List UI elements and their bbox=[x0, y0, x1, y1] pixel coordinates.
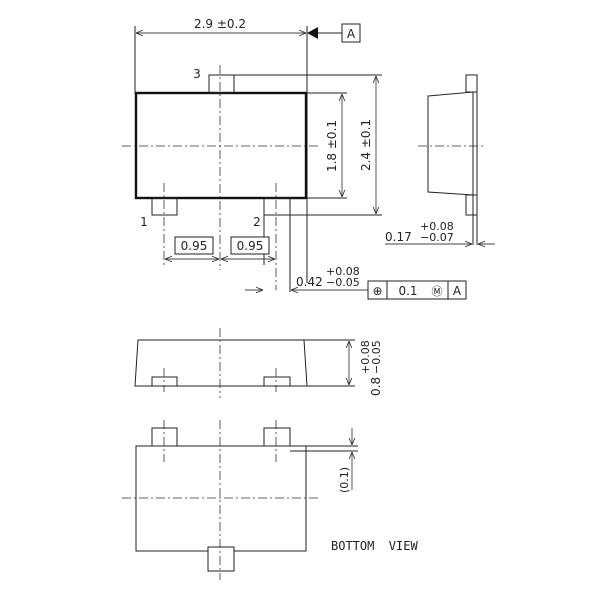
pin-3-lead bbox=[208, 74, 235, 94]
side-lead-top bbox=[465, 74, 478, 93]
position-tolerance-value: 0.1 bbox=[398, 284, 417, 298]
lead-thickness-tol-plus: +0.08 bbox=[420, 220, 454, 233]
top-view: 2.9 ±0.2 A 3 1 2 0.95 0.95 bbox=[122, 17, 467, 300]
bottom-view: (0.1) BOTTOM VIEW bbox=[122, 420, 418, 580]
side-view-front: 0.8 +0.08 −0.05 bbox=[134, 328, 383, 398]
datum-box bbox=[341, 23, 361, 43]
body-height-label: 1.8 ±0.1 bbox=[325, 120, 339, 172]
datum-label: A bbox=[347, 27, 356, 41]
pin-1-label: 1 bbox=[140, 215, 148, 229]
fcf-datum: A bbox=[453, 284, 462, 298]
front-lead-2 bbox=[263, 376, 291, 387]
bottom-body bbox=[135, 445, 307, 552]
bottom-pin-2 bbox=[263, 427, 291, 447]
pin-pitch-1-label: 0.95 bbox=[181, 239, 208, 253]
height-tol-minus: −0.05 bbox=[370, 340, 383, 374]
bottom-pin-3 bbox=[207, 546, 235, 572]
pitch-2-box bbox=[230, 236, 270, 255]
standoff-label: (0.1) bbox=[338, 467, 351, 493]
mmc-modifier-icon: Ⓜ bbox=[432, 285, 443, 298]
pin-2-lead bbox=[263, 197, 291, 216]
height-label-group: 0.8 +0.08 −0.05 bbox=[359, 340, 383, 396]
package-body-top bbox=[134, 91, 308, 200]
feature-control-frame: ⊕ 0.1 Ⓜ A bbox=[367, 280, 467, 300]
overall-width-label: 2.9 ±0.2 bbox=[194, 17, 246, 31]
datum-triangle-icon bbox=[307, 27, 318, 39]
pitch-1-box bbox=[174, 236, 214, 255]
front-body bbox=[134, 339, 308, 387]
lead-width-tol-plus: +0.08 bbox=[326, 265, 360, 278]
fcf-outline bbox=[367, 280, 467, 300]
front-lead-1 bbox=[151, 376, 178, 387]
height-tol-plus: +0.08 bbox=[359, 340, 372, 374]
pin-pitch-2-label: 0.95 bbox=[237, 239, 264, 253]
side-lead-bottom bbox=[465, 194, 478, 216]
lead-thickness-tol-minus: −0.07 bbox=[420, 231, 454, 244]
pin-2-label: 2 bbox=[253, 215, 261, 229]
bottom-view-title: BOTTOM VIEW bbox=[331, 539, 418, 553]
position-symbol-icon: ⊕ bbox=[372, 284, 382, 298]
overall-height-label: 2.4 ±0.1 bbox=[359, 119, 373, 171]
side-body bbox=[427, 91, 474, 196]
bottom-pin-1 bbox=[151, 427, 178, 447]
lead-thickness-nominal: 0.17 bbox=[385, 230, 412, 244]
pin-1-lead bbox=[151, 197, 178, 216]
lead-width-nominal: 0.42 bbox=[296, 275, 323, 289]
height-nominal: 0.8 bbox=[369, 377, 383, 396]
pin-3-label: 3 bbox=[193, 67, 201, 81]
lead-width-tol-minus: −0.05 bbox=[326, 276, 360, 289]
side-view-right: 0.17 +0.08 −0.07 bbox=[385, 74, 495, 245]
